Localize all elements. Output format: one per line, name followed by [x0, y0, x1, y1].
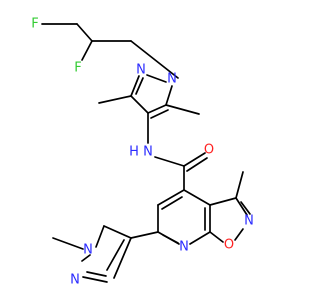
- bond: [146, 74, 167, 83]
- bond: [209, 197, 237, 206]
- bond: [209, 231, 224, 243]
- bond: [103, 225, 132, 239]
- bond: [183, 152, 206, 167]
- atom-n-pyrazole-methyl: N: [83, 243, 93, 258]
- bond: [189, 231, 211, 245]
- bond: [162, 234, 179, 244]
- bond: [82, 276, 108, 283]
- atom-n-isoxazole: N: [244, 214, 254, 229]
- bond: [240, 201, 251, 215]
- atom-labels: F F N N N H O N O N N N: [31, 17, 254, 288]
- bond: [135, 77, 144, 95]
- atom-h-amide: H: [129, 145, 139, 160]
- atom-o-carbonyl: O: [204, 143, 214, 158]
- bond: [98, 95, 132, 104]
- bond: [52, 237, 84, 250]
- bond: [130, 75, 140, 97]
- bond: [186, 157, 208, 172]
- bond: [95, 225, 105, 248]
- bond: [157, 189, 185, 206]
- bond: [130, 95, 149, 114]
- bond: [235, 197, 248, 216]
- bond: [154, 156, 185, 167]
- bond: [161, 196, 183, 210]
- bond: [130, 231, 159, 239]
- atom-o-isoxazole: O: [224, 238, 234, 253]
- molecule-diagram: F F N N N H O N O N N N: [31, 17, 254, 288]
- bond: [150, 109, 169, 119]
- atom-n-pyrazole-n1: N: [167, 72, 177, 87]
- bond: [165, 104, 200, 115]
- bond: [234, 228, 244, 241]
- bond: [113, 237, 132, 279]
- atom-n-amide: N: [143, 145, 153, 160]
- bond: [76, 23, 93, 42]
- bond: [235, 171, 244, 199]
- atom-n-pyridine: N: [179, 240, 189, 255]
- bond: [147, 104, 167, 114]
- bond: [81, 254, 91, 262]
- bond: [130, 40, 179, 79]
- bond: [165, 85, 173, 106]
- atom-f1: F: [31, 17, 38, 32]
- atom-n-pyrazole-n2: N: [136, 63, 146, 78]
- bond: [106, 239, 125, 271]
- bond: [81, 40, 93, 61]
- bonds: [41, 23, 251, 283]
- atom-n-pyrazole-n2-lower: N: [70, 273, 80, 288]
- bond: [86, 271, 107, 277]
- bond: [183, 189, 211, 206]
- atom-f2: F: [74, 61, 81, 76]
